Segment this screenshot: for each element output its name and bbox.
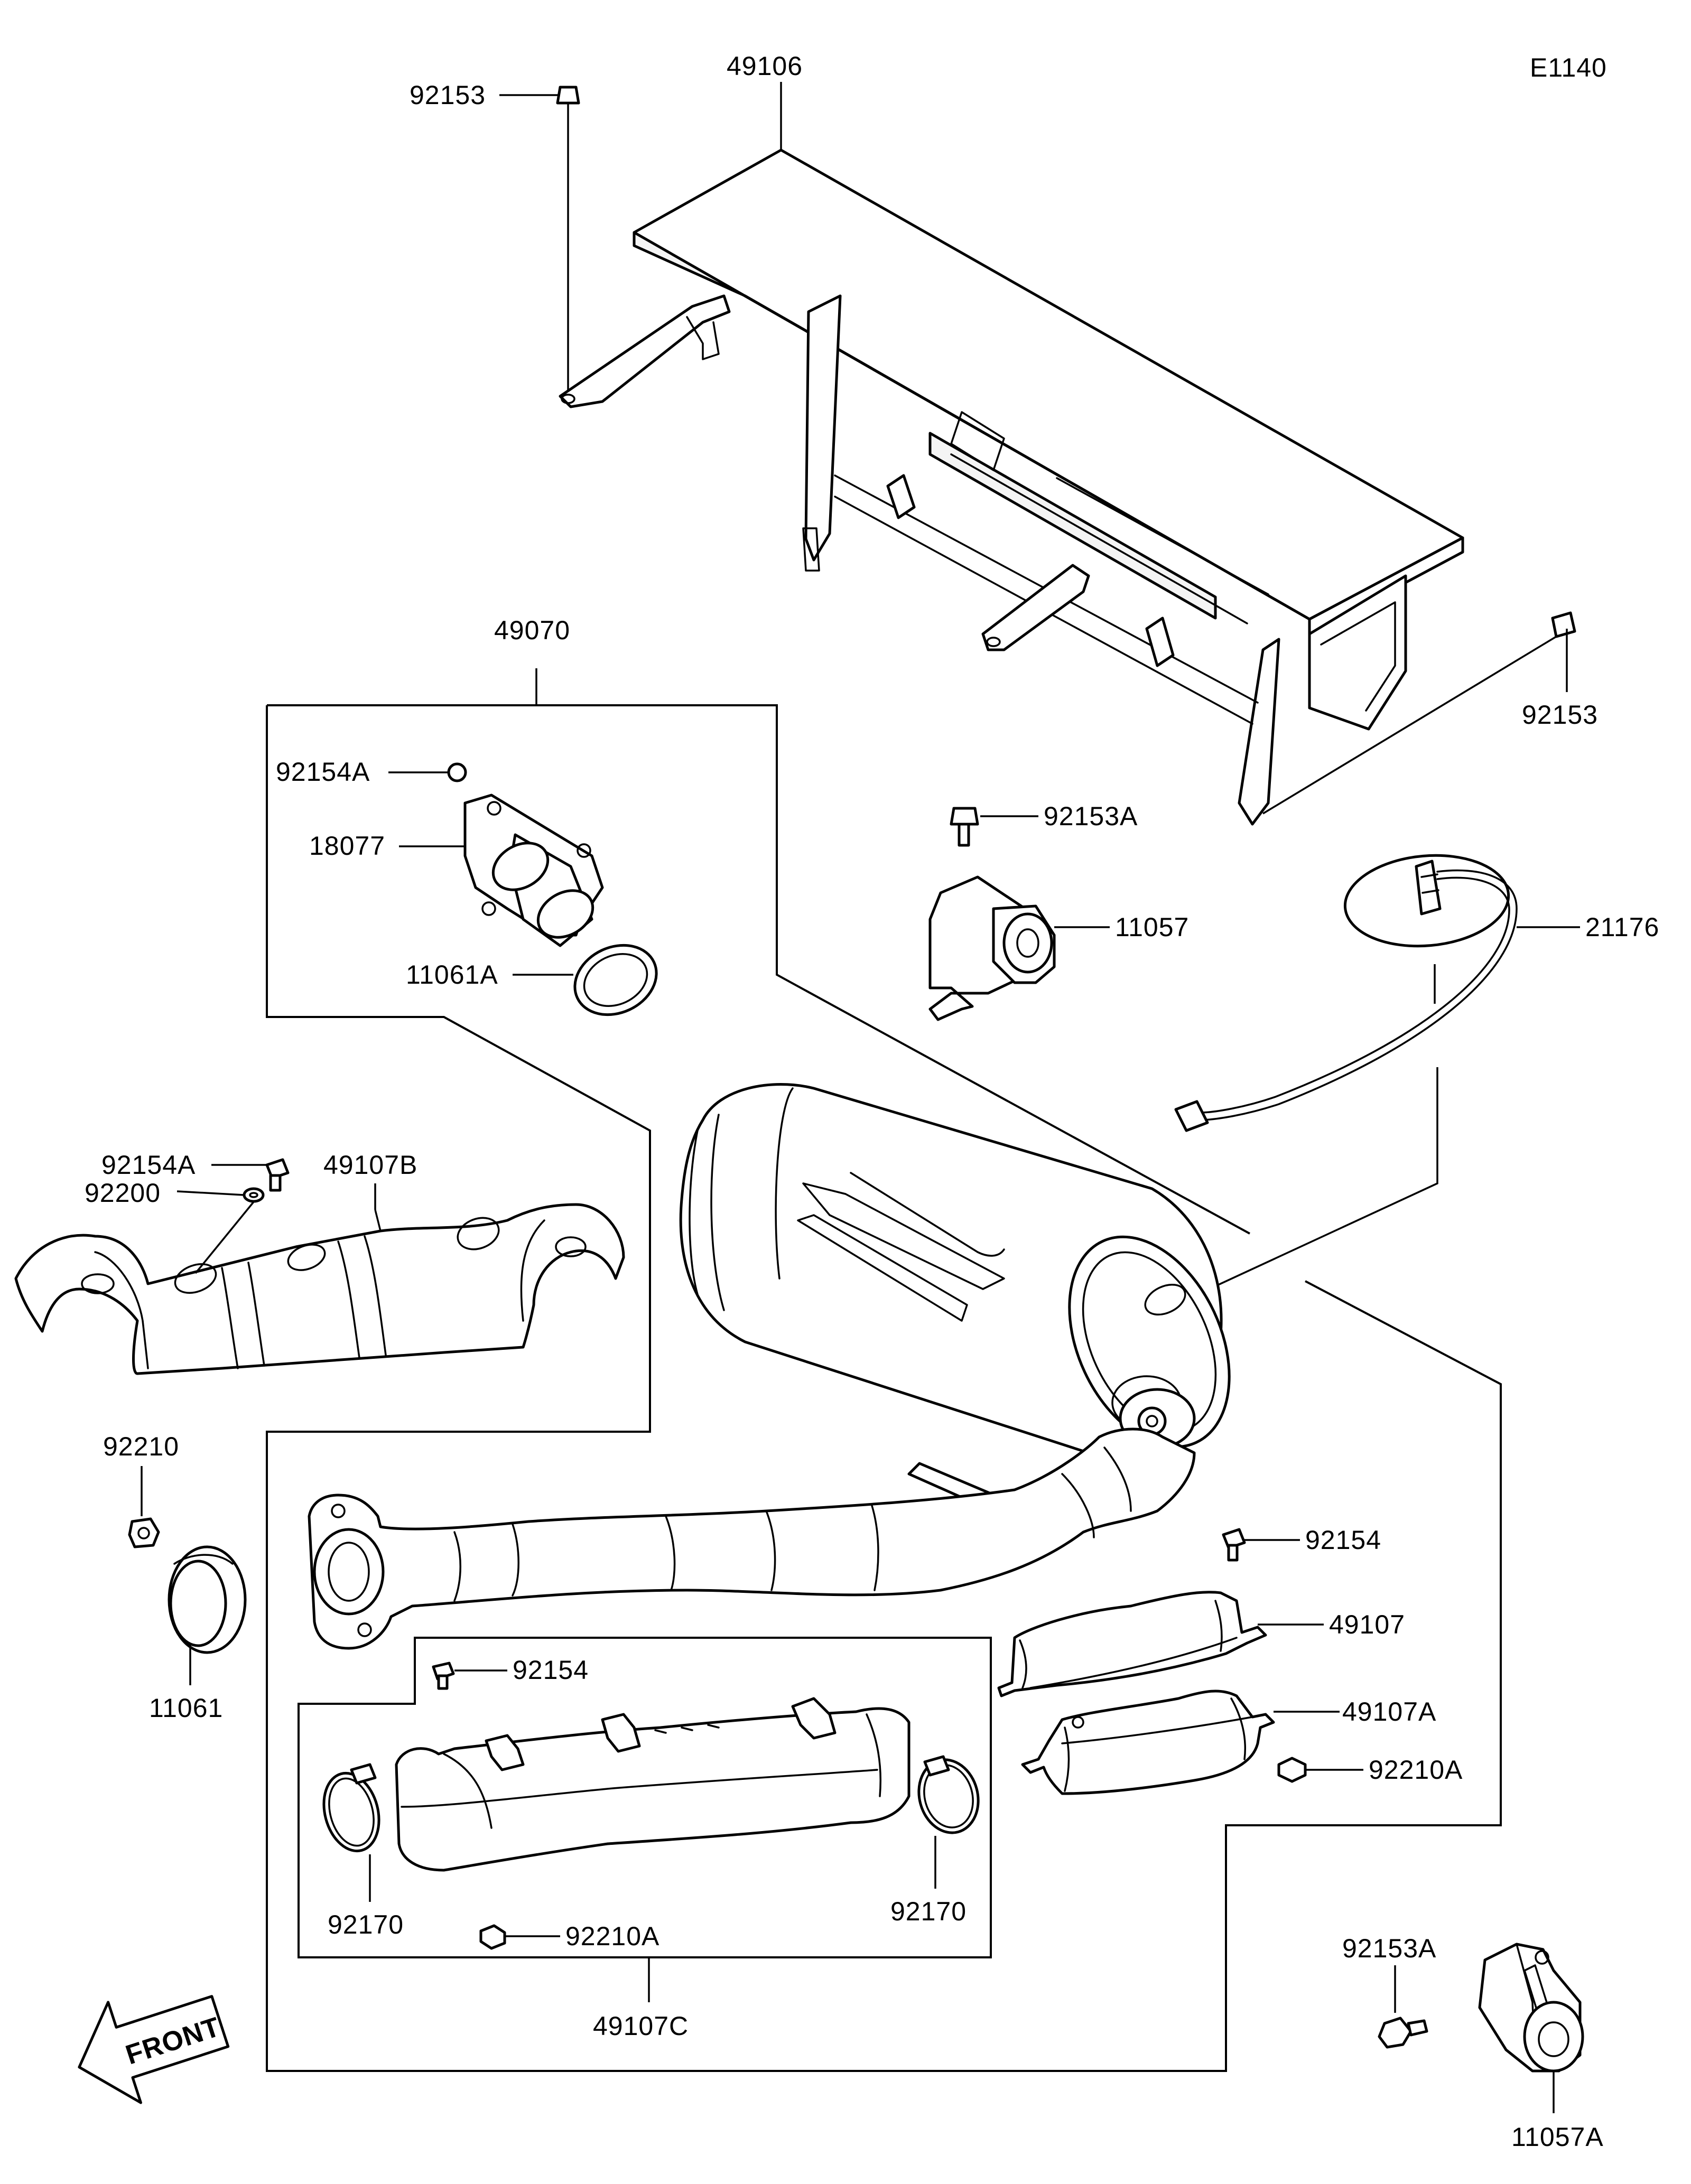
label-92170-left: 92170 [328, 1910, 404, 1939]
label-92210A-inner: 92210A [565, 1921, 659, 1951]
label-92154A-left: 92154A [101, 1150, 196, 1180]
label-49107C: 49107C [593, 2011, 689, 2041]
clamp-92170-left[interactable] [315, 1763, 387, 1857]
label-49107: 49107 [1329, 1610, 1405, 1639]
label-11057A: 11057A [1511, 2122, 1604, 2152]
nut-92210A-right[interactable] [1277, 1757, 1307, 1783]
heat-guard-49107B[interactable] [14, 1203, 625, 1375]
group-49107C-outline [298, 1637, 992, 1958]
mount-bracket-11057[interactable] [928, 875, 1056, 1021]
gasket-11061[interactable] [168, 1545, 247, 1654]
label-92200: 92200 [85, 1178, 161, 1208]
bolt-92153-right[interactable] [1262, 611, 1576, 815]
label-92154-right: 92154 [1305, 1525, 1381, 1555]
label-49070: 49070 [494, 615, 570, 645]
label-49107A: 49107A [1342, 1697, 1436, 1726]
label-21176: 21176 [1585, 912, 1659, 942]
label-49107B: 49107B [323, 1150, 417, 1180]
label-92210A-right: 92210A [1369, 1755, 1463, 1785]
group-49070-outline [266, 704, 1502, 2072]
washer-92200[interactable] [243, 1187, 265, 1203]
bolt-92153-top[interactable] [556, 86, 580, 391]
bolt-92154-inner[interactable] [432, 1662, 455, 1690]
label-49106: 49106 [727, 51, 803, 81]
tailpipe-insert-18077[interactable] [463, 794, 604, 947]
label-92153A-bottom: 92153A [1342, 1934, 1436, 1963]
label-92154A-top: 92154A [276, 757, 370, 787]
gasket-11061A[interactable] [563, 932, 667, 1028]
bolt-92153A-mid[interactable] [950, 807, 979, 847]
label-18077: 18077 [309, 831, 385, 861]
front-direction-arrow: FRONT [78, 1995, 230, 2104]
bolt-92154-right[interactable] [1222, 1528, 1246, 1562]
rear-heat-shield-49106[interactable] [559, 148, 1464, 826]
bolt-92153A-bottom[interactable] [1378, 2017, 1428, 2049]
label-92153-top: 92153 [410, 80, 486, 110]
heat-guard-49107A[interactable] [1021, 1690, 1275, 1795]
label-92210: 92210 [103, 1432, 179, 1461]
label-11061: 11061 [149, 1693, 223, 1723]
bolt-92154A-top[interactable] [447, 762, 467, 782]
diagram-code: E1140 [1530, 53, 1607, 82]
label-92153-right: 92153 [1522, 700, 1598, 730]
label-92154-inner: 92154 [513, 1655, 589, 1685]
muffler-body[interactable] [679, 1083, 1261, 1539]
label-92170-right: 92170 [890, 1897, 967, 1926]
oxygen-sensor-21176[interactable] [1174, 849, 1518, 1132]
label-11057: 11057 [1115, 912, 1189, 942]
exhaust-cover-49107C[interactable] [395, 1697, 910, 1872]
exhaust-pipe[interactable] [308, 1427, 1196, 1650]
mount-bracket-11057A[interactable] [1478, 1943, 1584, 2073]
bolt-92154A-left[interactable] [265, 1158, 290, 1192]
heat-guard-49107[interactable] [997, 1591, 1267, 1697]
nut-92210[interactable] [128, 1517, 160, 1548]
label-92153A-mid: 92153A [1044, 801, 1138, 831]
label-11061A: 11061A [406, 960, 498, 990]
nut-92210A-inner[interactable] [479, 1924, 506, 1950]
clamp-92170-right[interactable] [911, 1753, 986, 1840]
